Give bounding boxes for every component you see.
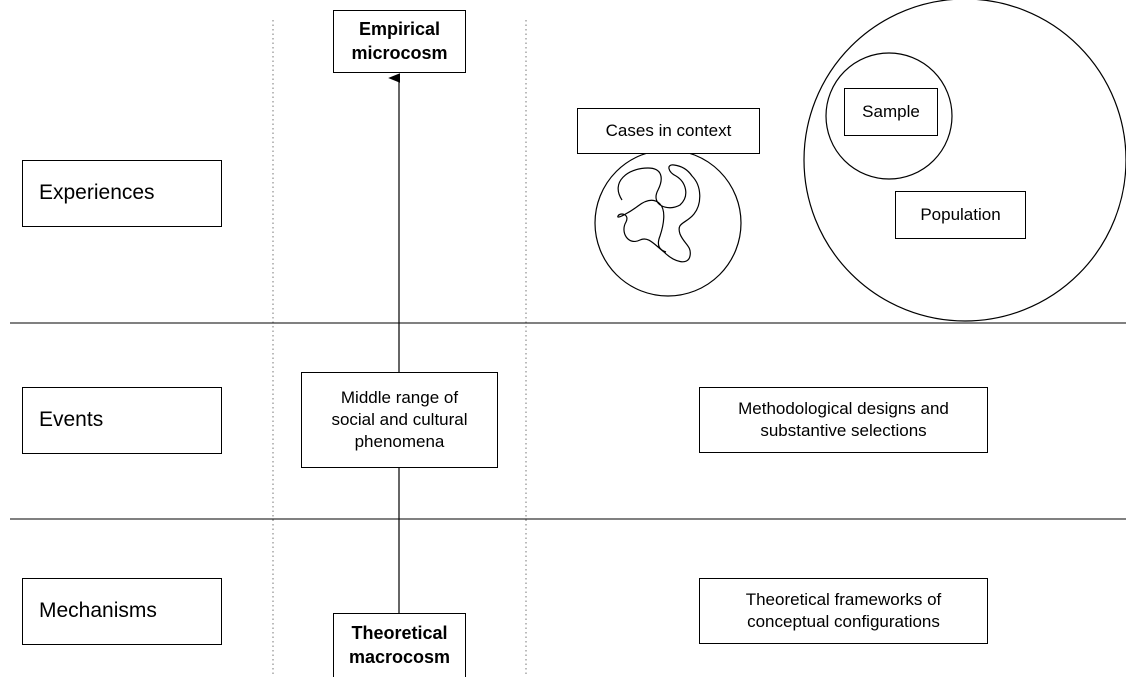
- theoretical-frameworks-label: Theoretical frameworks of conceptual con…: [745, 590, 942, 631]
- cases-scribble: [617, 164, 701, 263]
- theoretical-frameworks-box: Theoretical frameworks of conceptual con…: [699, 578, 988, 644]
- level-mechanisms-box: Mechanisms: [22, 578, 222, 645]
- cases-in-context-box: Cases in context: [577, 108, 760, 154]
- sample-circle: [825, 52, 953, 180]
- methodological-designs-label: Methodological designs and substantive s…: [738, 399, 949, 440]
- middle-range-label: Middle range of social and cultural phen…: [331, 388, 468, 451]
- population-circle: [803, 0, 1126, 322]
- population-box: Population: [895, 191, 1026, 239]
- level-experiences-label: Experiences: [39, 181, 155, 205]
- level-experiences-box: Experiences: [22, 160, 222, 227]
- sample-box: Sample: [844, 88, 938, 136]
- sample-label: Sample: [862, 102, 920, 122]
- level-events-label: Events: [39, 408, 104, 432]
- population-label: Population: [920, 205, 1001, 225]
- empirical-microcosm-label: Empirical microcosm: [351, 19, 448, 63]
- empirical-microcosm-box: Empirical microcosm: [333, 10, 466, 73]
- level-events-box: Events: [22, 387, 222, 454]
- cases-in-context-label: Cases in context: [605, 121, 732, 141]
- methodological-designs-box: Methodological designs and substantive s…: [699, 387, 988, 453]
- theoretical-macrocosm-label: Theoretical macrocosm: [348, 623, 451, 667]
- level-mechanisms-label: Mechanisms: [39, 599, 157, 623]
- theoretical-macrocosm-box: Theoretical macrocosm: [333, 613, 466, 677]
- cases-circle: [594, 149, 742, 297]
- middle-range-box: Middle range of social and cultural phen…: [301, 372, 498, 468]
